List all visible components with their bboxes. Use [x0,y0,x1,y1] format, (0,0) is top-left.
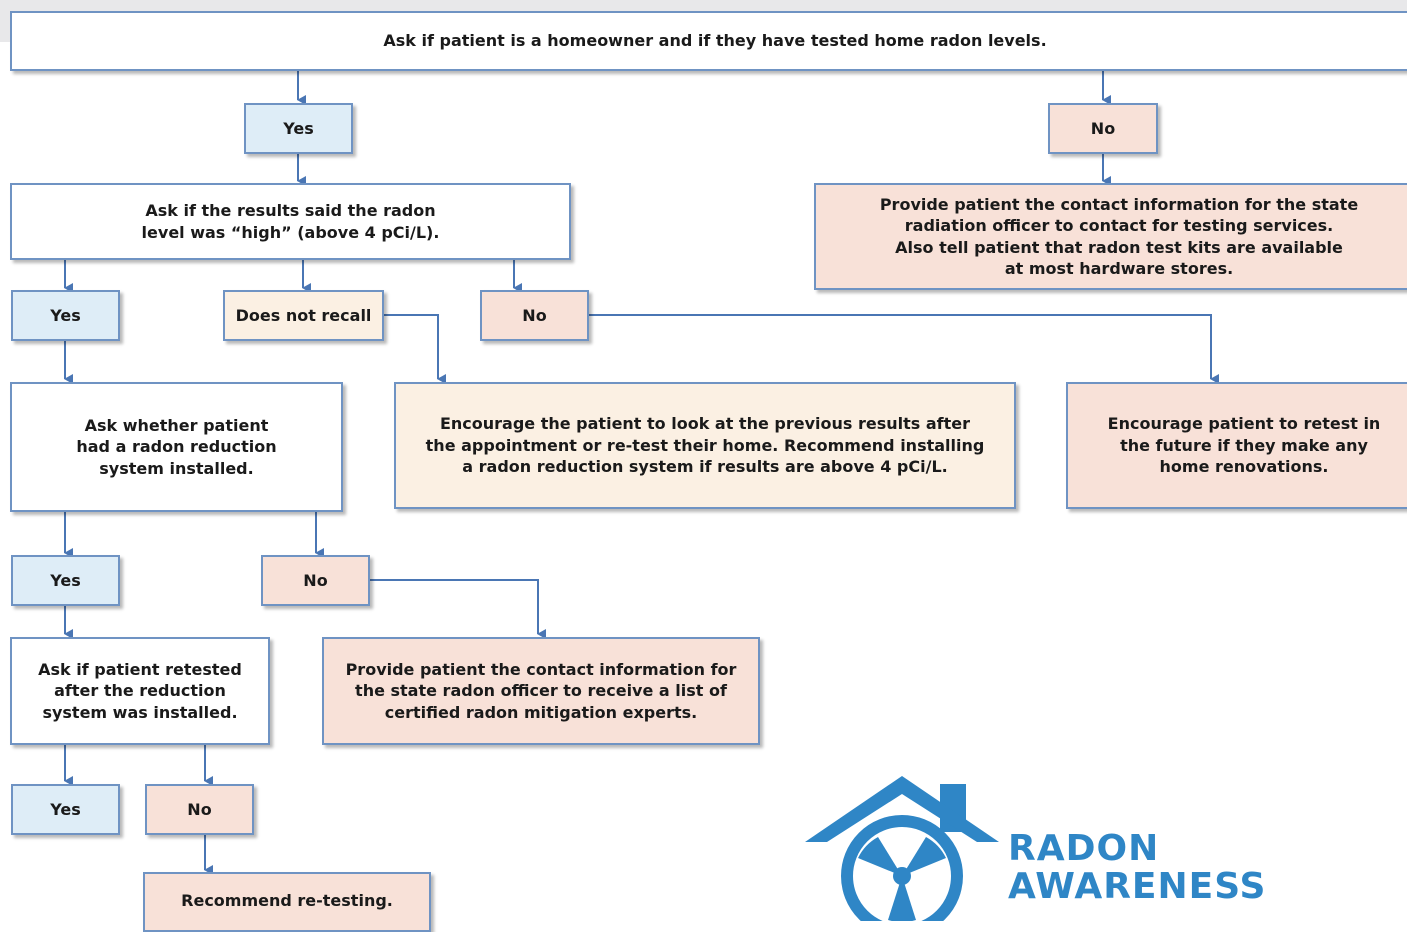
high-not-recall-box: Does not recall [223,290,384,341]
logo-line-awareness: AWARENESS [1008,866,1267,907]
start-question-box: Ask if patient is a homeowner and if the… [10,11,1407,71]
tested-no-box: No [1048,103,1158,154]
ask-reduction-system-box: Ask whether patient had a radon reductio… [10,382,343,512]
not-recall-action-box: Encourage the patient to look at the pre… [394,382,1016,509]
retested-yes-box: Yes [11,784,120,835]
retested-no-box: No [145,784,254,835]
ask-high-level-box: Ask if the results said the radon level … [10,183,571,260]
recommend-retesting-box: Recommend re-testing. [143,872,431,932]
no-test-action-box: Provide patient the contact information … [814,183,1407,290]
tested-yes-box: Yes [244,103,353,154]
house-radiation-icon [805,776,999,921]
reduction-yes-box: Yes [11,555,120,606]
no-reduction-action-box: Provide patient the contact information … [322,637,760,745]
logo-line-radon: RADON [1008,828,1160,869]
low-level-action-box: Encourage patient to retest in the futur… [1066,382,1407,509]
reduction-no-box: No [261,555,370,606]
ask-retested-box: Ask if patient retested after the reduct… [10,637,270,745]
logo-text: RADON AWARENESS [1008,830,1266,906]
high-yes-box: Yes [11,290,120,341]
high-no-box: No [480,290,589,341]
